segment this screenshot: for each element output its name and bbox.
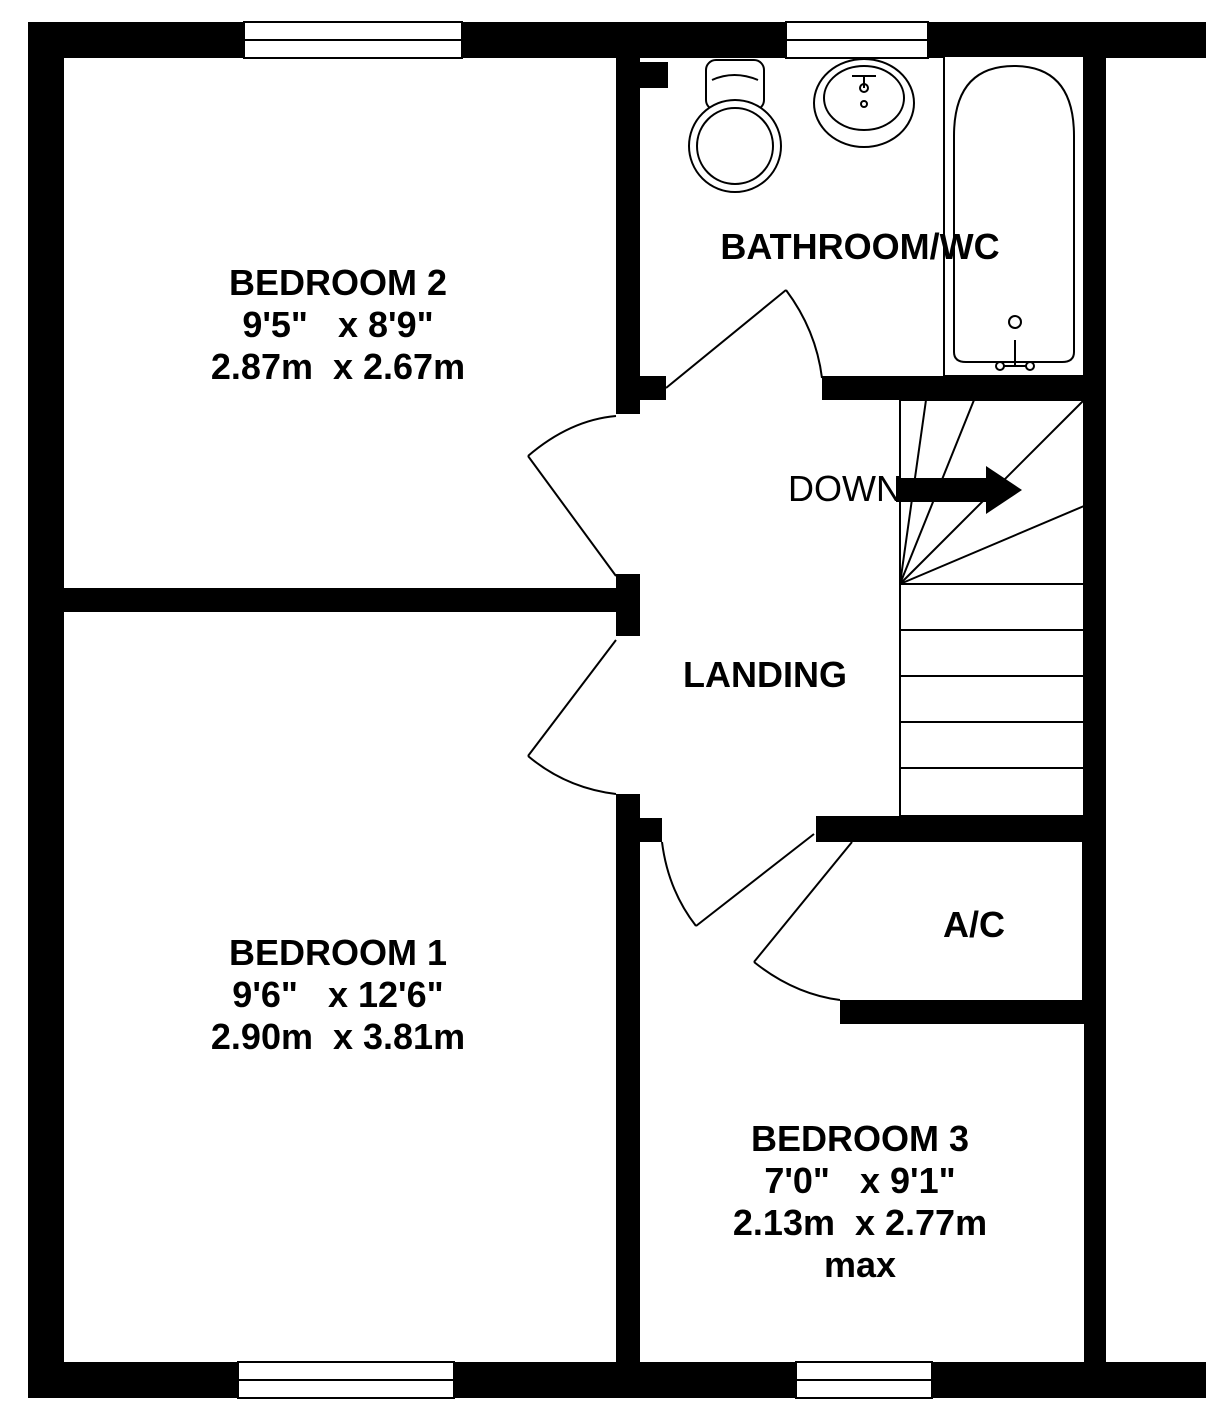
room-label-airing-cupboard: A/C [916, 904, 1032, 946]
room-name: BEDROOM 3 [750, 1118, 970, 1159]
doors [527, 289, 853, 1001]
room-dimensions-metric: 2.87m x 2.67m [210, 346, 466, 387]
room-dimensions-note: max [823, 1244, 897, 1285]
room-dimensions-metric: 2.90m x 3.81m [210, 1016, 466, 1057]
window-bedroom3 [795, 1361, 933, 1399]
staircase [899, 399, 1085, 817]
room-dimensions-metric: 2.13m x 2.77m [732, 1202, 988, 1243]
toilet-icon [688, 59, 782, 193]
stairs-label-text: DOWN [788, 468, 902, 509]
bath-icon [943, 55, 1085, 377]
windows [237, 21, 933, 1399]
room-name: BEDROOM 2 [228, 262, 448, 303]
room-label-landing: LANDING [650, 654, 880, 696]
room-name: LANDING [683, 654, 847, 695]
door-bedroom2 [527, 415, 617, 577]
room-name: BEDROOM 1 [228, 932, 448, 973]
door-airing-cupboard [753, 841, 853, 1001]
internal-walls [64, 58, 1086, 1362]
room-dimensions-imperial: 9'6" x 12'6" [232, 974, 444, 1015]
outer-walls [28, 22, 1206, 1398]
basin-icon [813, 58, 915, 148]
room-label-bedroom3: BEDROOM 3 7'0" x 9'1" 2.13m x 2.77m max [660, 1118, 1060, 1286]
window-bathroom [785, 21, 929, 59]
room-dimensions-imperial: 7'0" x 9'1" [764, 1160, 956, 1201]
room-label-bathroom: BATHROOM/WC [690, 226, 1030, 268]
window-bedroom1 [237, 1361, 455, 1399]
room-dimensions-imperial: 9'5" x 8'9" [242, 304, 434, 345]
room-name: BATHROOM/WC [720, 226, 1000, 267]
stairs-down-arrow-icon [896, 466, 1022, 514]
room-label-bedroom1: BEDROOM 1 9'6" x 12'6" 2.90m x 3.81m [120, 932, 556, 1058]
room-name: A/C [943, 904, 1005, 945]
door-bathroom [665, 289, 823, 389]
door-bedroom1 [527, 639, 617, 795]
window-bedroom2 [243, 21, 463, 59]
door-bedroom3 [661, 833, 815, 927]
stairs-direction-label: DOWN [788, 468, 908, 510]
room-label-bedroom2: BEDROOM 2 9'5" x 8'9" 2.87m x 2.67m [120, 262, 556, 388]
